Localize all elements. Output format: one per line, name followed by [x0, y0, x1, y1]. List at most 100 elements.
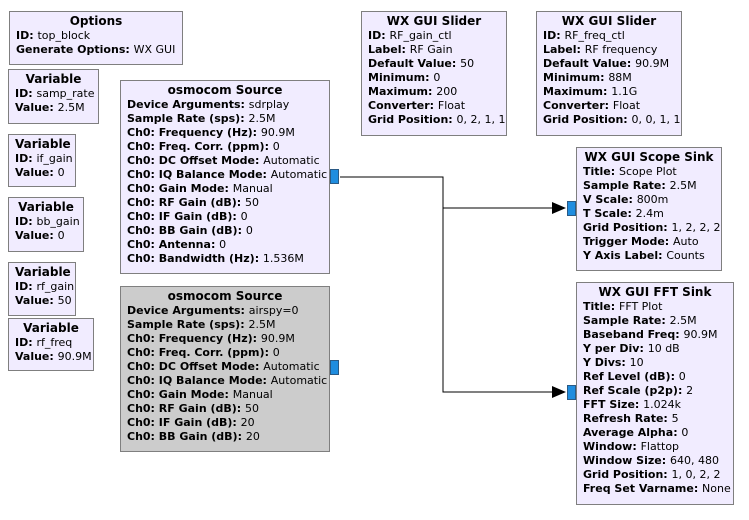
param-colon: :: [670, 370, 679, 383]
param-value: Float: [437, 99, 466, 112]
param-key: Y per Div: [583, 342, 640, 355]
param-value: 90.9M: [260, 126, 295, 139]
param-colon: :: [262, 168, 271, 181]
param-key: Converter: [368, 99, 430, 112]
param-value: sdrplay: [248, 98, 290, 111]
param-value: 10: [629, 356, 644, 369]
param-row: Grid Position: 1, 0, 2, 2: [583, 468, 727, 482]
param-row: Minimum: 0: [368, 71, 500, 85]
param-key: V Scale: [583, 193, 629, 206]
param-value: 20: [240, 416, 255, 429]
input-port-scope-sink[interactable]: [567, 201, 576, 216]
param-row: ID: samp_rate: [15, 87, 94, 101]
param-row: Grid Position: 1, 2, 2, 2: [583, 221, 721, 235]
param-colon: :: [264, 346, 273, 359]
param-colon: :: [663, 221, 672, 234]
param-key: Value: [15, 350, 50, 363]
param-key: ID: [15, 280, 29, 293]
param-colon: :: [49, 101, 58, 114]
param-colon: :: [661, 454, 670, 467]
param-row: Label: RF frequency: [543, 43, 675, 57]
param-value: 20: [245, 430, 260, 443]
param-key: Ch0: Freq. Corr. (ppm): [127, 140, 265, 153]
param-value: 2.4m: [635, 207, 664, 220]
param-key: Sample Rate (sps): [127, 318, 241, 331]
param-colon: :: [28, 87, 37, 100]
param-key: ID: [543, 29, 557, 42]
param-key: Label: [368, 43, 402, 56]
param-colon: :: [125, 43, 134, 56]
param-value: 50: [245, 196, 260, 209]
param-row: Sample Rate (sps): 2.5M: [127, 318, 323, 332]
param-row: Ch0: Frequency (Hz): 90.9M: [127, 332, 323, 346]
block-title: Variable: [15, 265, 71, 279]
param-value: Scope Plot: [619, 165, 677, 178]
input-port-fft-sink[interactable]: [567, 385, 576, 400]
param-colon: :: [224, 388, 233, 401]
param-row: Grid Position: 0, 2, 1, 1: [368, 113, 506, 127]
param-key: Converter: [543, 99, 605, 112]
param-key: ID: [16, 29, 30, 42]
output-port-airspy[interactable]: [330, 360, 339, 375]
param-key: ID: [15, 336, 29, 349]
param-key: Title: [583, 300, 611, 313]
param-colon: :: [254, 252, 263, 265]
param-row: Value: 2.5M: [15, 101, 92, 115]
param-colon: :: [610, 165, 619, 178]
param-row: Minimum: 88M: [543, 71, 675, 85]
param-key: Window: [583, 440, 633, 453]
param-row: Maximum: 200: [368, 85, 500, 99]
param-row: Average Alpha: 0: [583, 426, 727, 440]
param-row: Trigger Mode: Auto: [583, 235, 715, 249]
param-value: 0: [681, 426, 689, 439]
block-title: Variable: [18, 200, 74, 214]
param-row: Sample Rate (sps): 2.5M: [127, 112, 323, 126]
param-colon: :: [623, 113, 632, 126]
param-key: Ch0: Frequency (Hz): [127, 332, 253, 345]
param-row: Converter: Float: [543, 99, 675, 113]
param-row: ID: bb_gain: [15, 215, 80, 229]
wire-source-to-scope: [340, 176, 552, 209]
param-colon: :: [429, 99, 438, 112]
param-colon: :: [240, 304, 249, 317]
param-key: Ch0: Bandwidth (Hz): [127, 252, 255, 265]
param-key: Sample Rate: [583, 179, 662, 192]
param-value: 90.9M: [57, 350, 92, 363]
param-value: Float: [612, 99, 641, 112]
block-title: Variable: [25, 72, 82, 86]
param-value: 0: [272, 346, 280, 359]
param-colon: :: [628, 193, 637, 206]
param-colon: :: [264, 140, 273, 153]
param-key: Grid Position: [583, 221, 664, 234]
param-row: Ch0: Gain Mode: Manual: [127, 182, 323, 196]
param-key: Generate Options: [16, 43, 126, 56]
param-row: Ch0: IF Gain (dB): 0: [127, 210, 323, 224]
param-row: Device Arguments: airspy=0: [127, 304, 323, 318]
param-colon: :: [49, 294, 58, 307]
param-value: 50: [460, 57, 475, 70]
param-row: Ch0: Freq. Corr. (ppm): 0: [127, 140, 323, 154]
param-row: Y Divs: 10: [583, 356, 727, 370]
param-row: Ch0: Gain Mode: Manual: [127, 388, 323, 402]
param-value: Manual: [232, 182, 273, 195]
param-row: Converter: Float: [368, 99, 500, 113]
param-key: Average Alpha: [583, 426, 674, 439]
param-key: Ch0: BB Gain (dB): [127, 430, 238, 443]
output-port-sdrplay[interactable]: [330, 169, 339, 184]
param-key: Trigger Mode: [583, 235, 665, 248]
param-value: if_gain: [36, 152, 73, 165]
param-key: Grid Position: [368, 113, 449, 126]
param-key: Ch0: IF Gain (dB): [127, 416, 233, 429]
